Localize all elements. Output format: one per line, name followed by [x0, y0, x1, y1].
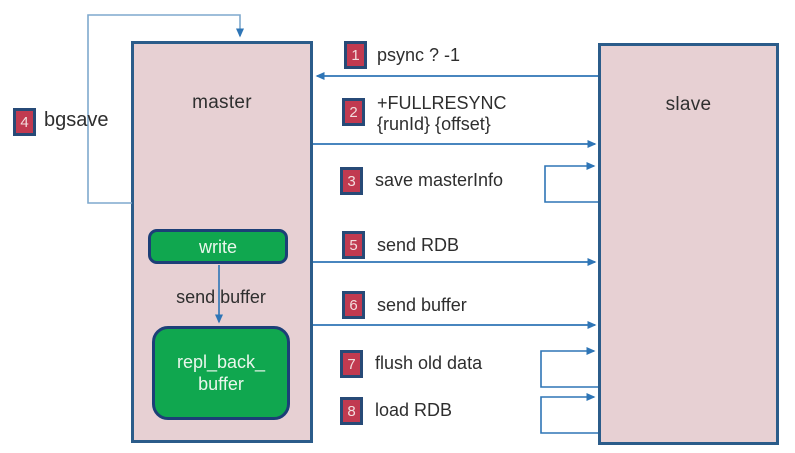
- send-buffer-edge-label: send buffer: [176, 287, 266, 307]
- repl-back-buffer-label-line1: repl_back_: [176, 352, 266, 372]
- step-4-label: bgsave: [44, 109, 109, 131]
- step-8-number: 8: [347, 402, 356, 420]
- step-4-number: 4: [20, 113, 29, 131]
- step-6-number: 6: [349, 296, 358, 314]
- step-2-label: +FULLRESYNC {runId} {offset}: [377, 93, 507, 135]
- load-rdb-loop-arrow: [540, 393, 598, 434]
- slave-label: slave: [665, 94, 712, 115]
- step-6-badge: 6: [342, 291, 365, 319]
- step-5-badge: 5: [342, 231, 365, 259]
- step-6-label: send buffer: [377, 295, 467, 315]
- master-label: master: [192, 92, 252, 113]
- step-5-label: send RDB: [377, 235, 460, 255]
- step-1-badge: 1: [344, 41, 367, 69]
- write-label: write: [198, 236, 237, 257]
- step-8-badge: 8: [340, 397, 363, 425]
- step-3-badge: 3: [340, 167, 363, 195]
- step-7-label: flush old data: [375, 353, 483, 373]
- slave-node: [598, 43, 779, 445]
- repl-back-buffer-label-line2: buffer: [198, 374, 244, 394]
- write-box: write: [148, 229, 288, 264]
- flush-old-data-loop-arrow: [540, 347, 598, 388]
- step-7-number: 7: [347, 355, 356, 373]
- repl-back-buffer-box: repl_back_ buffer: [152, 326, 290, 420]
- step-3-label: save masterInfo: [375, 170, 504, 190]
- step-3-number: 3: [347, 172, 356, 190]
- step-2-label-line1: +FULLRESYNC: [377, 93, 507, 113]
- step-1-number: 1: [351, 46, 360, 64]
- step-4-badge: 4: [13, 108, 36, 136]
- step-2-badge: 2: [342, 98, 365, 126]
- save-masterinfo-loop-arrow: [544, 162, 598, 203]
- step-1-label: psync ? -1: [377, 45, 461, 65]
- step-8-label: load RDB: [375, 400, 453, 420]
- step-2-number: 2: [349, 103, 358, 121]
- step-5-number: 5: [349, 236, 358, 254]
- step-2-label-line2: {runId} {offset}: [377, 114, 491, 134]
- step-7-badge: 7: [340, 350, 363, 378]
